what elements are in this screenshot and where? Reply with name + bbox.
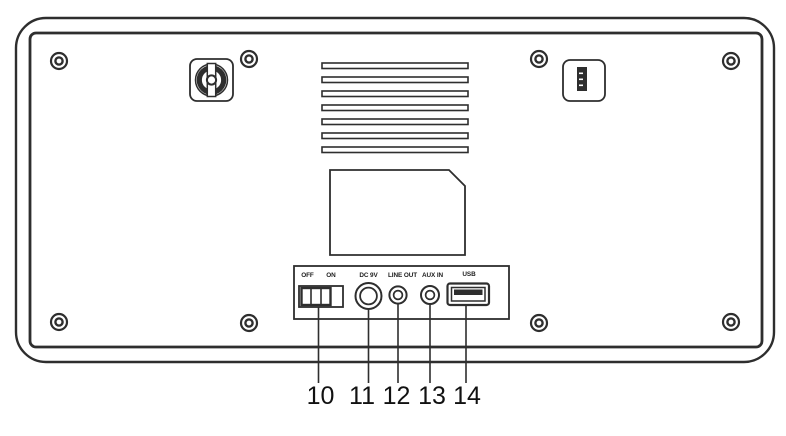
screw-hole	[239, 49, 259, 69]
switch-off-label: OFF	[301, 272, 314, 279]
switch-knob	[300, 286, 332, 307]
wall-mount-keyhole	[189, 58, 234, 102]
mount-slot-bracket	[562, 59, 606, 102]
screw-hole	[49, 51, 69, 71]
vent-slat	[321, 146, 469, 154]
callout-number: 13	[418, 382, 446, 410]
usb-port: USB	[446, 271, 491, 307]
line-out-jack: LINE OUT	[388, 272, 417, 305]
speaker-vents	[321, 62, 469, 154]
vent-slat	[321, 76, 469, 84]
callout-number: 11	[349, 382, 375, 410]
screw-hole	[721, 51, 741, 71]
usb-label: USB	[462, 271, 476, 278]
label-plate	[329, 169, 466, 256]
dc-jack-label: DC 9V	[359, 272, 378, 279]
screw-hole	[721, 312, 741, 332]
vent-slat	[321, 90, 469, 98]
callout-number: 14	[453, 382, 481, 410]
callout-number: 12	[383, 382, 411, 410]
usb-tongue	[454, 289, 483, 295]
callout-number: 10	[307, 382, 335, 410]
callout-numbers: 10 11 12 13 14	[307, 382, 481, 410]
power-switch: OFF ON	[298, 272, 344, 308]
callout-lines	[317, 304, 467, 383]
vent-slat	[321, 62, 469, 70]
screw-hole	[529, 313, 549, 333]
screw-hole	[239, 313, 259, 333]
vent-slat	[321, 104, 469, 112]
screw-hole	[529, 49, 549, 69]
vent-slat	[321, 118, 469, 126]
dc-power-jack: DC 9V	[354, 272, 383, 310]
aux-in-label: AUX IN	[422, 272, 444, 279]
line-out-label: LINE OUT	[388, 272, 417, 279]
screw-hole	[49, 312, 69, 332]
switch-on-label: ON	[326, 272, 336, 279]
vent-slat	[321, 132, 469, 140]
